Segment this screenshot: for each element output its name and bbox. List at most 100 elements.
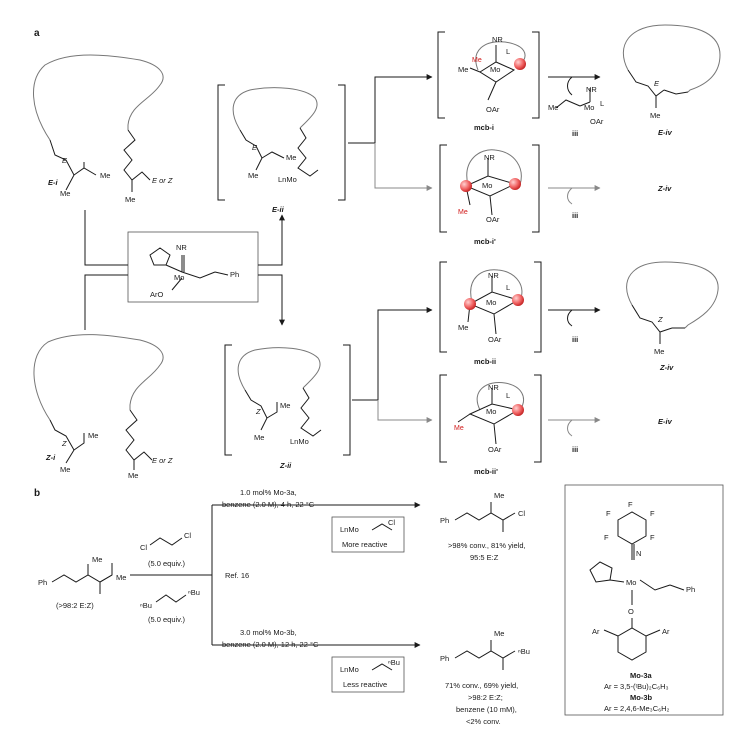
metallacyclobutane-mcb-i-prime: NR Mo Me OAr mcb-i' [439,144,540,246]
red-atom-marker [514,58,526,70]
panel-a-label: a [34,28,40,39]
label-cl: Cl [184,531,191,540]
label-lnmo: LnMo [278,175,297,184]
label-nbu: ⁿBu [140,601,152,610]
label-Z-iv-2: Z-iv [659,363,674,372]
label-aro: ArO [150,290,164,299]
label-nr: NR [176,243,187,252]
label-ph: Ph [38,578,47,587]
product-arrows: Me NR Mo L OAr iii iii iii iii [548,74,604,454]
label-me: Me [280,401,290,410]
red-atom-marker [512,294,524,306]
label-f: F [650,533,655,542]
label-E-iv: E-iv [658,128,673,137]
label-f: F [628,500,633,509]
label-mo: Mo [174,273,184,282]
substrate-b: Ph Me Me (>98:2 E:Z) [38,555,126,610]
result-bottom-3: benzene (10 mM), [456,705,517,714]
product-top-b: Ph Me Cl >98% conv., 81% yield, 95:5 E:Z [440,491,526,562]
label-E-i: E-i [48,178,59,187]
branch-lines-b [130,502,421,648]
condition-bottom-1: 3.0 mol% Mo-3b, [240,628,297,637]
red-atom-marker [460,180,472,192]
label-oar: OAr [488,445,502,454]
connector-lines [84,210,285,330]
label-Z-ii: Z-ii [279,461,292,470]
label-nr: NR [586,85,597,94]
label-me: Me [650,111,660,120]
label-me: Me [494,629,504,638]
label-E-stereo: E [62,156,68,165]
label-E-iv-2: E-iv [658,417,673,426]
branch-arrows-Z [352,307,433,423]
label-Z-stereo: Z [255,407,261,416]
label-me: Me [458,65,468,74]
condition-bottom-2: benzene (2.0 M), 12 h, 22 °C [222,640,319,649]
red-atom-marker [512,404,524,416]
label-l: L [506,47,510,56]
label-me: Me [116,573,126,582]
more-reactive-box: LnMo Cl More reactive [331,516,405,553]
label-me: Me [92,555,102,564]
substrate-E-i: E Me Me E or Z Me E-i [33,54,173,204]
label-mo: Mo [486,407,496,416]
label-ph: Ph [440,654,449,663]
label-Z-i: Z-i [45,453,56,462]
label-mcb-ii: mcb-ii [474,357,496,366]
panel-b-label: b [34,488,40,499]
label-iii: iii [572,335,578,344]
label-E-stereo: E [654,79,660,88]
label-mo: Mo [486,298,496,307]
label-oar: OAr [590,117,604,126]
label-cl: Cl [140,543,147,552]
label-o: O [628,607,634,616]
metallacyclobutane-mcb-ii-prime: NR Mo L Me OAr mcb-ii' [439,374,542,476]
label-cl: Cl [518,509,525,518]
label-iii: iii [572,211,578,220]
label-me: Me [494,491,504,500]
catalyst-b-name: Mo-3b [630,693,652,702]
label-Z-stereo: Z [657,315,663,324]
label-me-red: Me [454,425,464,432]
label-me: Me [125,195,135,204]
metallacyclobutane-mcb-i: NR Mo L Me Me OAr mcb-i [437,31,540,132]
label-oar: OAr [486,105,500,114]
label-me: Me [88,431,98,440]
intermediate-E-ii: E Me Me LnMo E-ii [217,84,346,214]
catalyst-b-ar: Ar = 2,4,6-Me₃C₆H₂ [604,704,670,713]
label-me: Me [100,171,110,180]
substrate-Z-i: Z Me Me E or Z Me Z-i [33,334,173,480]
label-me: Me [128,471,138,480]
label-me-red: Me [458,209,468,216]
label-mo: Mo [584,103,594,112]
result-top-1: >98% conv., 81% yield, [448,541,526,550]
label-n: N [636,549,641,558]
label-me-red: Me [472,57,482,64]
reagent-equiv: (5.0 equiv.) [148,615,185,624]
label-ph: Ph [686,585,695,594]
label-mo: Mo [490,65,500,74]
label-l: L [506,391,510,400]
label-nr: NR [484,153,495,162]
label-f: F [650,509,655,518]
label-E-or-Z: E or Z [152,456,173,465]
red-atom-marker [464,298,476,310]
label-mcb-ii-prime: mcb-ii' [474,467,498,476]
result-top-2: 95:5 E:Z [470,553,499,562]
label-mcb-i: mcb-i [474,123,494,132]
label-me: Me [548,103,558,112]
less-reactive-box: LnMo ⁿBu Less reactive [331,656,405,693]
label-l: L [600,99,604,108]
label-E-stereo: E [252,143,258,152]
label-me: Me [60,465,70,474]
catalyst-a-ar: Ar = 3,5-(ᵗBu)₂C₆H₃ [604,682,669,691]
more-reactive-label: More reactive [342,540,387,549]
result-bottom-2: >98:2 E:Z; [468,693,503,702]
reagents: Cl Cl (5.0 equiv.) ⁿBu ⁿBu (5.0 equiv.) [140,531,200,624]
label-nbu: ⁿBu [188,588,200,597]
label-f: F [604,533,609,542]
label-me: Me [286,153,296,162]
label-me: Me [60,189,70,198]
label-ar: Ar [662,627,670,636]
label-f: F [606,509,611,518]
